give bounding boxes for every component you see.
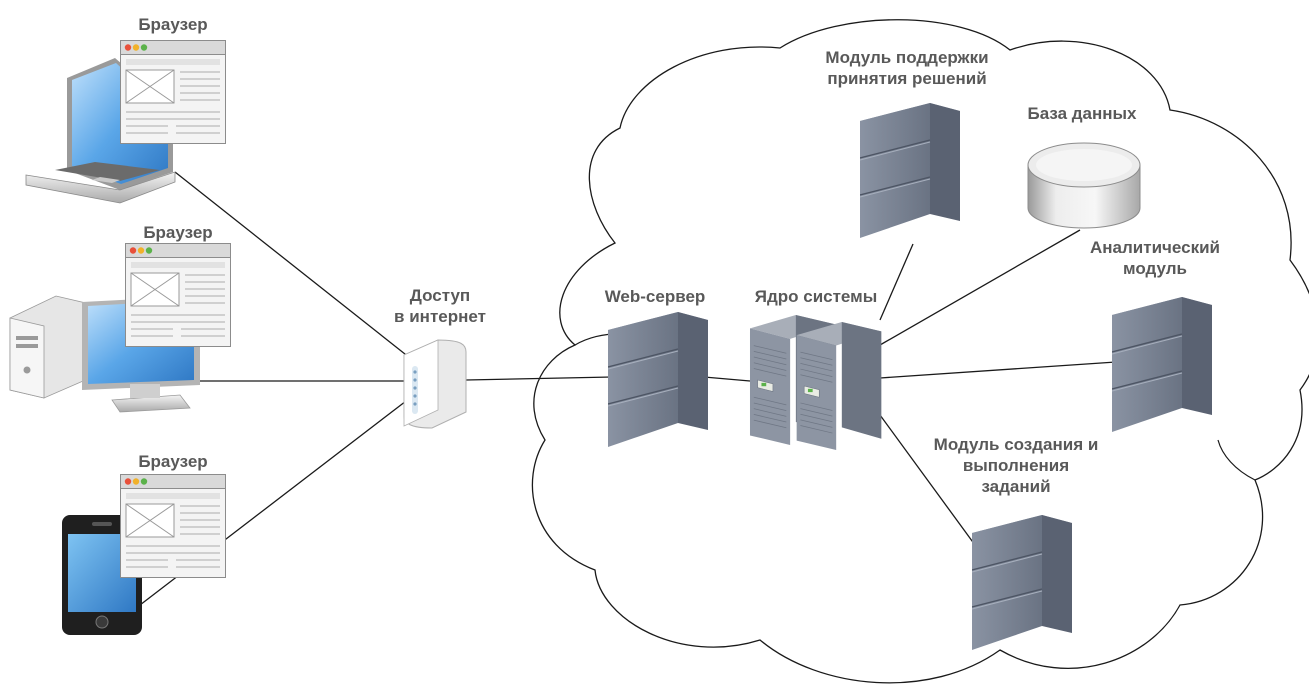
- browser-laptop-label: Браузер: [138, 15, 208, 34]
- link-webserver-core: [703, 376, 751, 382]
- analytic-module-label: Аналитический модуль: [1075, 237, 1235, 279]
- internet-access-label-line2: в интернет: [394, 307, 486, 326]
- decision-module-label-line1: Модуль поддержки: [825, 48, 989, 67]
- analytic-module-label-line1: Аналитический: [1090, 238, 1220, 257]
- tasks-module-label-line1: Модуль создания и: [933, 435, 1099, 454]
- link-core-decision: [879, 243, 914, 321]
- web-server-label: Web-сервер: [604, 287, 706, 306]
- analytic-module-label-line2: модуль: [1123, 259, 1187, 278]
- connection-lines: [139, 171, 1117, 606]
- link-router-webserver: [465, 376, 613, 381]
- internet-access-label-line1: Доступ: [409, 286, 471, 305]
- link-laptop-router: [174, 171, 411, 359]
- cloud-fold-arc: [1217, 439, 1256, 481]
- tasks-module-label-line2: выполнения: [962, 456, 1070, 475]
- browser-window-icon: [120, 40, 226, 144]
- browser-desktop-label: Браузер: [143, 223, 213, 242]
- decision-module-label: Модуль поддержки принятия решений: [800, 47, 1014, 89]
- browser-phone-label: Браузер: [138, 452, 208, 471]
- link-core-analytic: [879, 361, 1117, 379]
- database-icon: [1027, 142, 1141, 229]
- tasks-module-label: Модуль создания и выполнения заданий: [912, 434, 1120, 497]
- core-label: Ядро системы: [754, 287, 878, 306]
- router-icon: [403, 339, 467, 429]
- link-core-database: [879, 229, 1081, 346]
- tasks-module-label-line3: заданий: [981, 477, 1051, 496]
- link-core-tasks: [879, 414, 976, 546]
- browser-window-icon: [120, 474, 226, 578]
- decision-module-label-line2: принятия решений: [827, 69, 987, 88]
- database-label: База данных: [1027, 104, 1137, 123]
- internet-access-label: Доступ в интернет: [360, 285, 520, 327]
- browser-window-icon: [125, 243, 231, 347]
